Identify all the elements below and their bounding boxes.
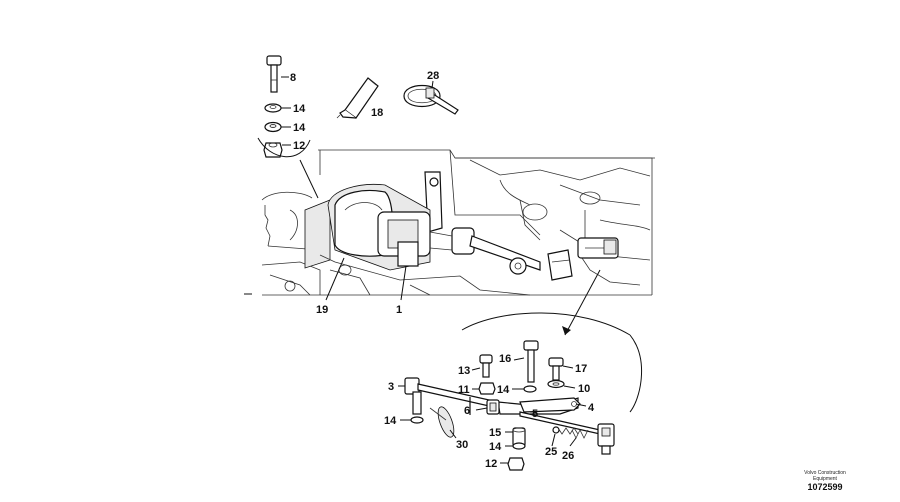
block-part-6 (486, 399, 500, 415)
callout-19: 19 (316, 304, 328, 316)
end-fitting (597, 423, 615, 455)
washer-part-14d (410, 416, 424, 424)
brand-block: Volvo Construction Equipment 1072599 (750, 470, 900, 493)
callout-15: 15 (489, 427, 501, 439)
cable-tie-part-28 (403, 84, 459, 115)
spring-part-26 (571, 429, 589, 439)
callout-26: 26 (562, 450, 574, 462)
washer-part-14c (523, 385, 537, 393)
washer-part-14e (512, 442, 526, 450)
callout-8: 8 (290, 72, 296, 84)
callout-10: 10 (578, 383, 590, 395)
bolt-part-16 (523, 340, 539, 383)
callout-4: 4 (588, 402, 595, 414)
bolt-part-13 (479, 354, 493, 378)
callout-17: 17 (575, 363, 587, 375)
washer-part-14b (264, 121, 282, 133)
callout-14a: 14 (293, 103, 306, 115)
sealant-tube-part-18 (336, 77, 379, 119)
nut-part-12a (263, 142, 283, 158)
callout-14e: 14 (489, 441, 502, 453)
callout-14d: 14 (384, 415, 397, 427)
bolt-part-8 (266, 55, 282, 93)
callout-13: 13 (458, 365, 470, 377)
callout-12b: 12 (485, 458, 497, 470)
drawing-number: 1072599 (807, 482, 843, 492)
callout-3: 3 (388, 381, 394, 393)
callout-5: 5 (532, 408, 538, 420)
callout-16: 16 (499, 353, 511, 365)
callout-11: 11 (458, 384, 470, 396)
callout-30: 30 (456, 439, 468, 451)
callout-28: 28 (427, 70, 439, 82)
clevis-part-3 (404, 377, 422, 415)
callout-14b: 14 (293, 122, 306, 134)
callout-12a: 12 (293, 140, 305, 152)
brand-line-1: Volvo Construction (804, 470, 846, 476)
callout-1: 1 (396, 304, 402, 316)
bolt-part-17 (548, 357, 564, 381)
washer-part-14a (264, 103, 282, 113)
nut-part-12b (507, 457, 525, 471)
callout-6: 6 (464, 405, 470, 417)
lever-part-5 (519, 397, 581, 413)
callout-18: 18 (371, 107, 383, 119)
boot-disk-part-30 (429, 406, 455, 438)
callout-25: 25 (545, 446, 557, 458)
brand-line-2: Equipment (813, 476, 837, 482)
washer-part-10 (547, 379, 565, 389)
engine-assembly-illustration (244, 149, 655, 296)
nut-part-11 (478, 382, 496, 395)
callout-14c: 14 (497, 384, 510, 396)
spring-part-25 (552, 426, 579, 435)
